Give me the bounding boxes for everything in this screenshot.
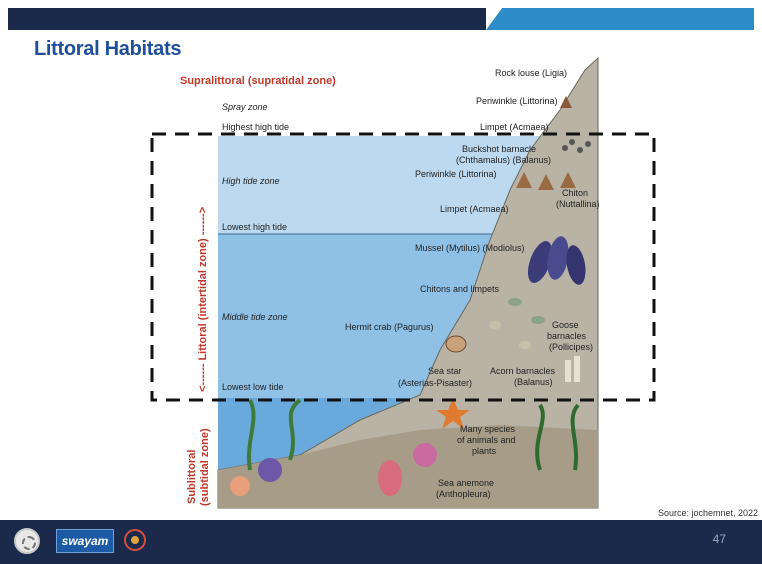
periwinkle-top-label: Periwinkle (Littorina) — [476, 96, 558, 106]
periwinkle-mid-label: Periwinkle (Littorina) — [415, 169, 497, 179]
sea-anemone-label-1: Sea anemone — [438, 478, 494, 488]
many-species-label-1: Many species — [460, 424, 516, 434]
goose-barnacles-label-2: barnacles — [547, 331, 587, 341]
littoral-label: <------ Littoral (intertidal zone) -----… — [197, 207, 209, 392]
littoral-zonation-diagram: Supralittoral (supratidal zone) <------ … — [0, 0, 762, 520]
mussel-label: Mussel (Mytilus) (Modiolus) — [415, 243, 525, 253]
many-species-label-3: plants — [472, 446, 497, 456]
limpet-top-label: Limpet (Acmaea) — [480, 122, 549, 132]
limpet-mid-label: Limpet (Acmaea) — [440, 204, 509, 214]
lowest-low-tide-label: Lowest low tide — [222, 382, 284, 392]
sublittoral-label-line2: (subtidal zone) — [199, 428, 211, 506]
goose-barnacles-label-3: (Pollicipes) — [549, 342, 593, 352]
goose-barnacles-label-1: Goose — [552, 320, 579, 330]
sea-star-label-2: (Asterias-Pisaster) — [398, 378, 472, 388]
source-citation: Source: jochemnet, 2022 — [658, 508, 758, 518]
sublittoral-label-line1: Sublittoral — [186, 450, 198, 504]
spray-zone-label: Spray zone — [222, 102, 268, 112]
middle-tide-zone-label: Middle tide zone — [222, 312, 288, 322]
acorn-barnacles-label-1: Acorn barnacles — [490, 366, 556, 376]
sea-star-label-1: Sea star — [428, 366, 462, 376]
page-number: 47 — [713, 532, 726, 546]
buckshot-barnacle-label-2: (Chthamalus) (Balanus) — [456, 155, 551, 165]
lowest-high-tide-label: Lowest high tide — [222, 222, 287, 232]
chiton-label-2: (Nuttallina) — [556, 199, 600, 209]
acorn-barnacles-label-2: (Balanus) — [514, 377, 553, 387]
swayam-logo: swayam — [56, 529, 114, 553]
rock-louse-label: Rock louse (Ligia) — [495, 68, 567, 78]
nptel-logo-icon — [124, 529, 146, 551]
hermit-crab-shape — [446, 336, 466, 352]
many-species-label-2: of animals and — [457, 435, 516, 445]
hermit-crab-label: Hermit crab (Pagurus) — [345, 322, 434, 332]
sea-anemone-label-2: (Anthopleura) — [436, 489, 491, 499]
chiton-label-1: Chiton — [562, 188, 588, 198]
buckshot-barnacle-label-1: Buckshot barnacle — [462, 144, 536, 154]
high-tide-zone-label: High tide zone — [222, 176, 280, 186]
supralittoral-label: Supralittoral (supratidal zone) — [180, 75, 336, 87]
footer-bar: swayam 47 — [0, 520, 762, 564]
institute-logo-icon — [14, 528, 40, 554]
highest-high-tide-label: Highest high tide — [222, 122, 289, 132]
chitons-limpets-label: Chitons and limpets — [420, 284, 500, 294]
